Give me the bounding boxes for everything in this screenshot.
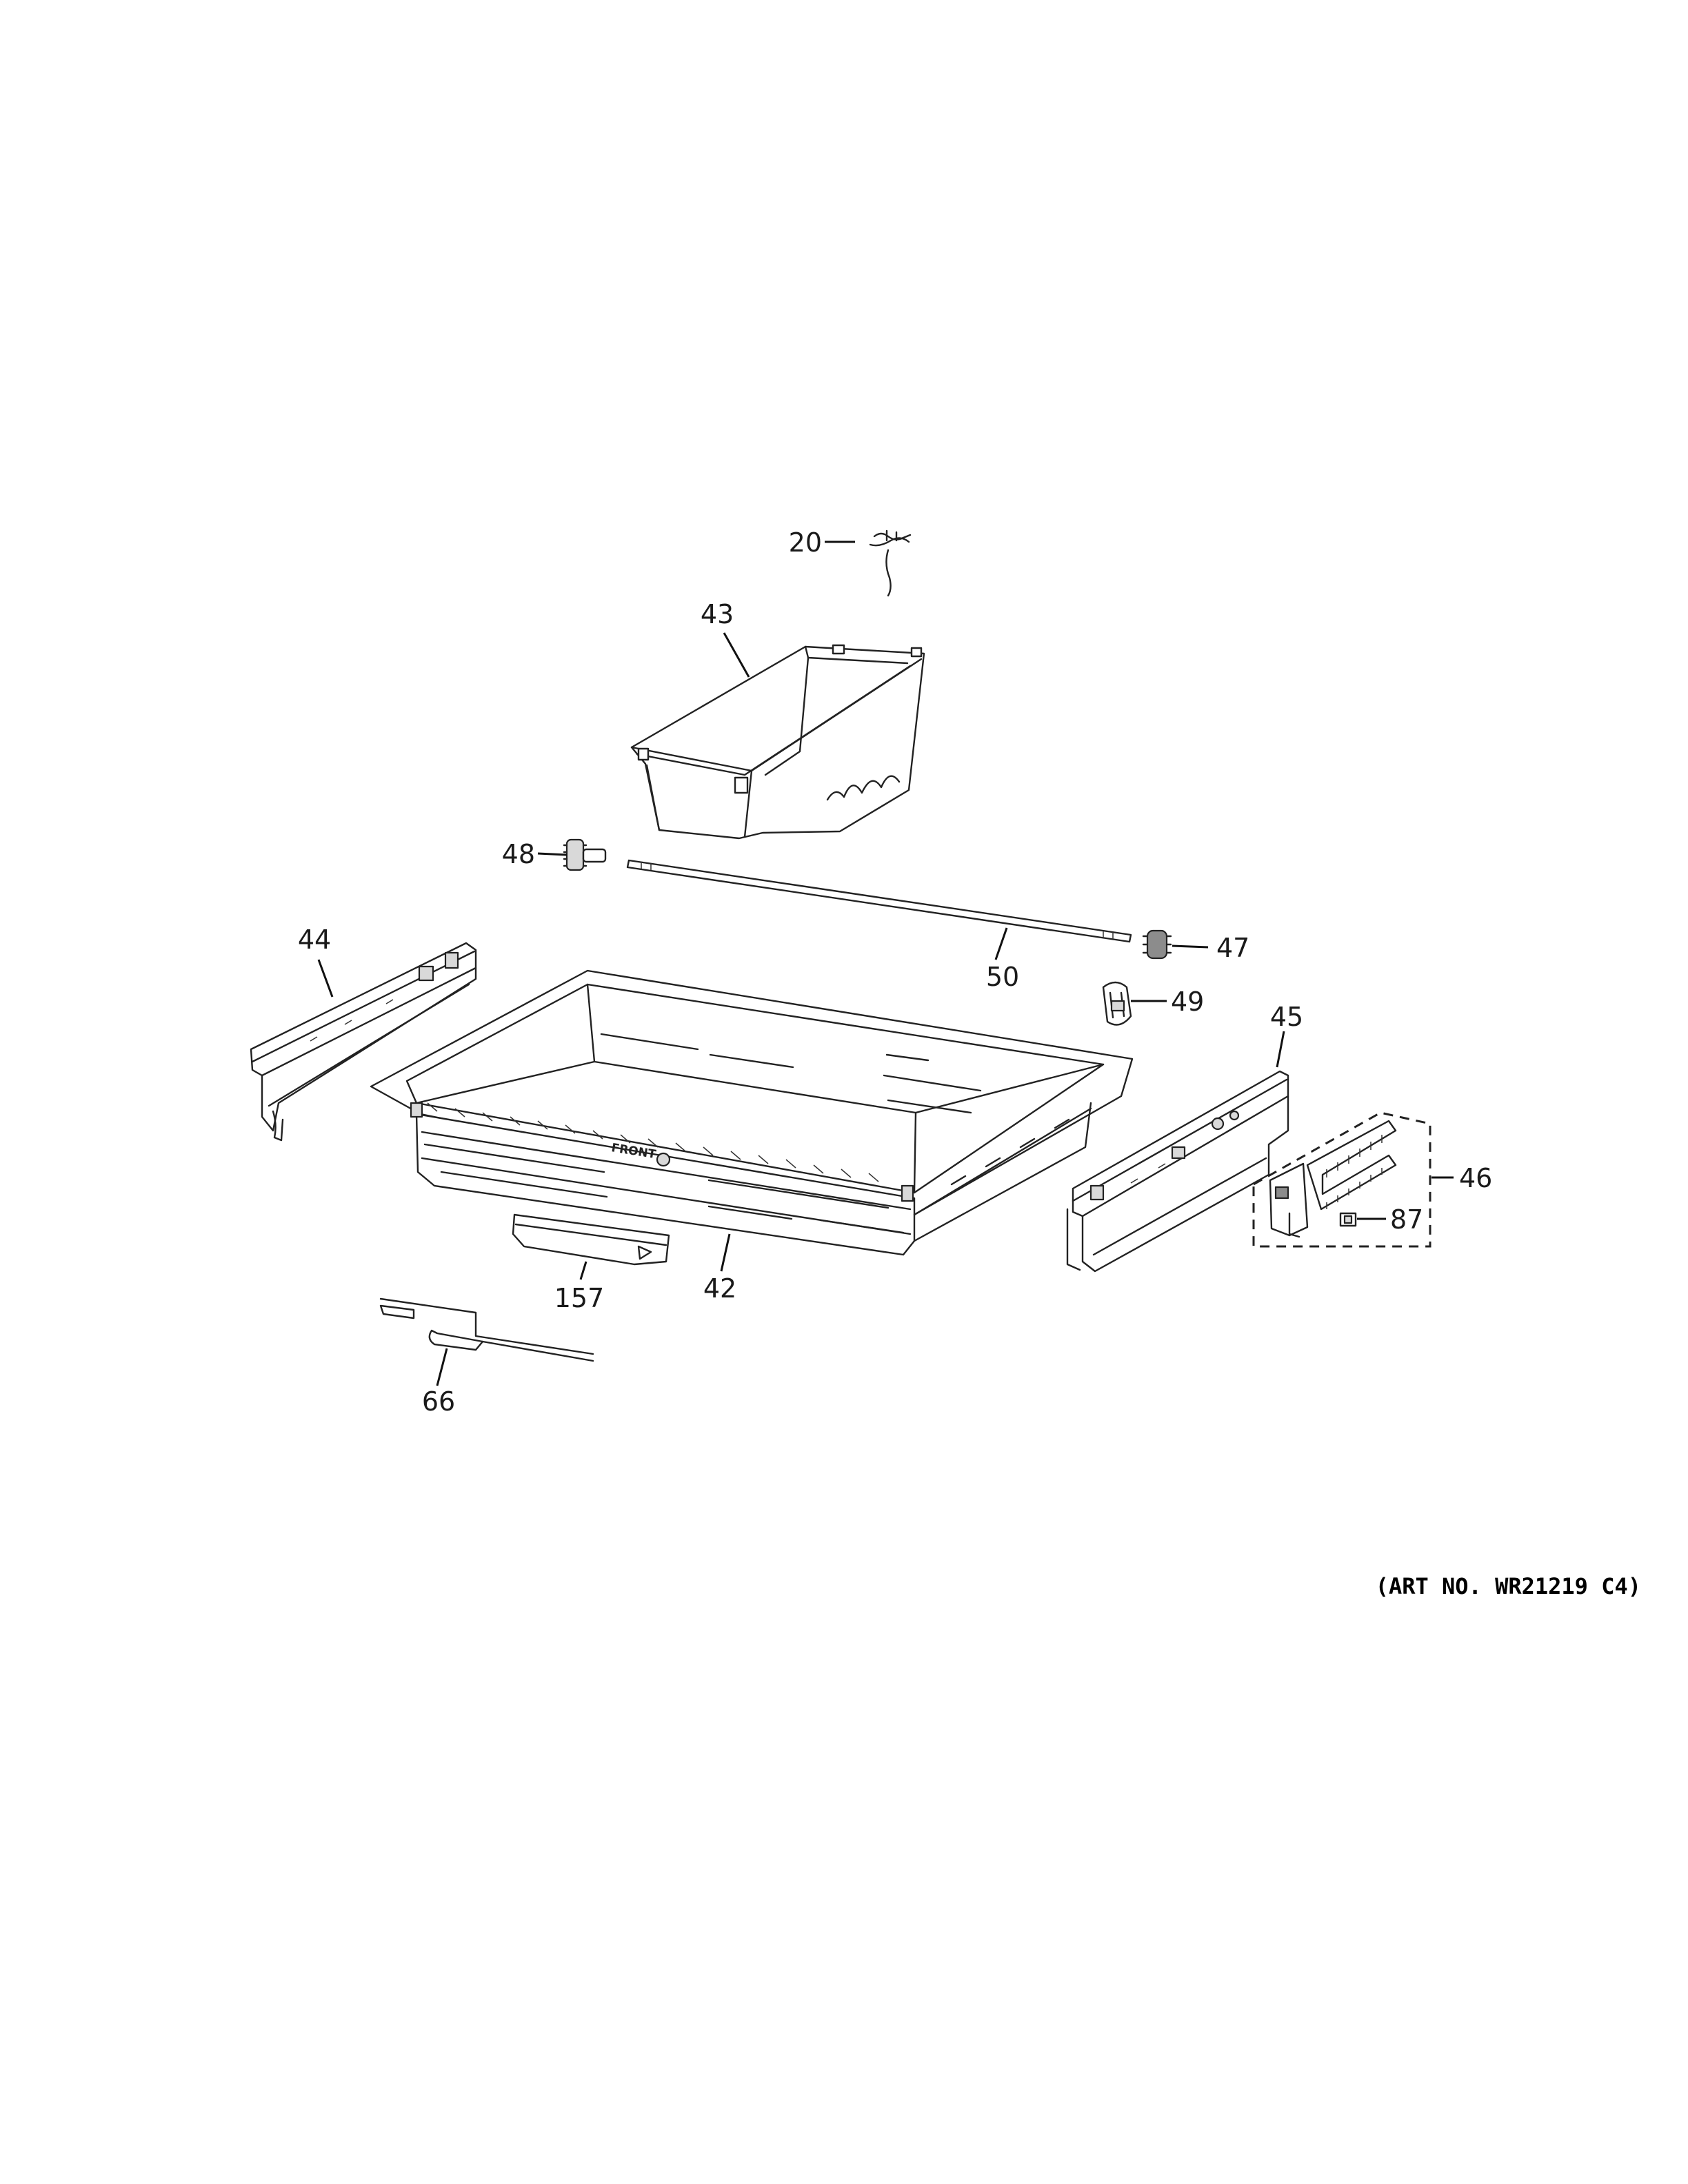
callout-49: 49: [1171, 987, 1204, 1017]
part-157-handle: [512, 1213, 670, 1266]
leader-50: [994, 927, 1008, 960]
leader-47: [1172, 944, 1209, 949]
part-66-wire: [379, 1297, 594, 1362]
callout-20: 20: [789, 527, 822, 558]
leader-66: [436, 1348, 448, 1386]
part-50-rod: [626, 859, 1132, 943]
part-42-drawer: FRONT: [370, 969, 1134, 1256]
callout-43: 43: [701, 599, 734, 629]
part-20-clip: [869, 529, 912, 597]
part-44-left-slide: [250, 942, 477, 1142]
part-43-bin: [630, 644, 925, 840]
leader-44: [317, 959, 334, 998]
leader-43: [723, 632, 750, 678]
leader-lines: [317, 540, 1454, 1386]
part-87-switch: [1339, 1212, 1357, 1227]
callout-45: 45: [1270, 1002, 1303, 1032]
leader-48: [537, 852, 567, 856]
leader-157: [579, 1261, 587, 1280]
part-46-assembly: [1252, 1111, 1431, 1248]
part-49-bracket: [1102, 981, 1132, 1026]
callout-48: 48: [502, 839, 535, 869]
callout-44: 44: [298, 924, 331, 955]
callout-47: 47: [1216, 933, 1249, 963]
leader-45: [1276, 1031, 1285, 1068]
part-48-gear: [563, 838, 607, 871]
callout-50: 50: [986, 962, 1019, 992]
callout-42: 42: [703, 1273, 736, 1304]
callout-157: 157: [554, 1283, 605, 1313]
leader-42: [720, 1233, 731, 1272]
art-number: (ART NO. WR21219 C4): [1376, 1573, 1641, 1599]
callout-66: 66: [422, 1386, 455, 1417]
part-47-gear: [1142, 929, 1172, 960]
callout-46: 46: [1459, 1163, 1492, 1193]
callout-87: 87: [1390, 1204, 1423, 1235]
callout-labels: 20 43 48 50 47 49 44 45 46 87 42 157 66: [298, 527, 1493, 1417]
